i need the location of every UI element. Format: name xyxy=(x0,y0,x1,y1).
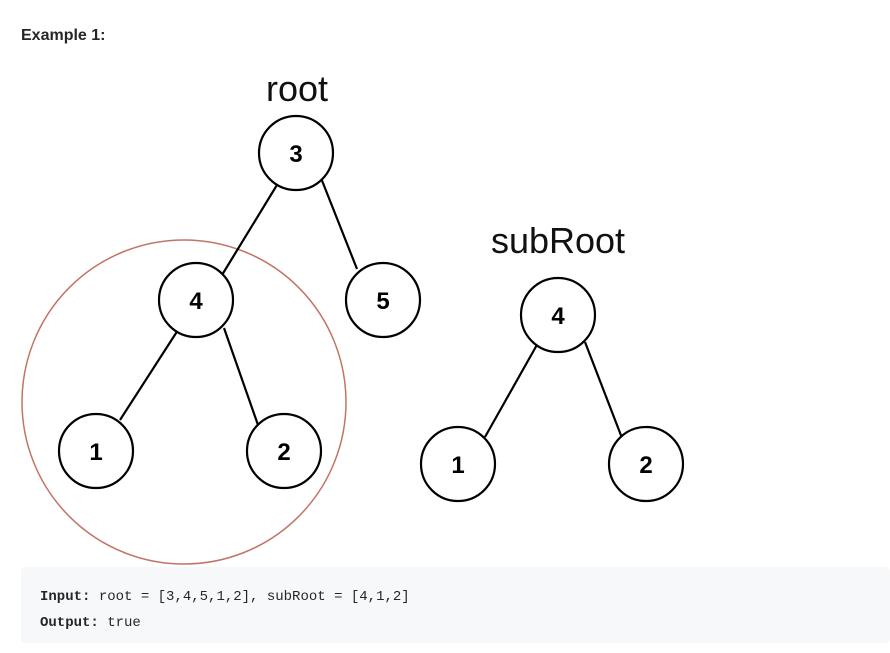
root-node-2: 2 xyxy=(245,412,323,490)
output-value: true xyxy=(107,615,141,631)
root-node-3: 3 xyxy=(257,114,335,192)
node-value: 2 xyxy=(639,452,652,479)
edge-3-4 xyxy=(221,179,281,276)
edge-4-2 xyxy=(222,327,260,426)
node-value: 1 xyxy=(451,452,464,479)
edge-3-5 xyxy=(319,177,359,270)
node-value: 2 xyxy=(277,439,290,466)
subroot-node-1: 1 xyxy=(419,425,497,503)
root-node-5: 5 xyxy=(344,261,422,339)
subroot-node-2: 2 xyxy=(607,425,685,503)
node-value: 3 xyxy=(289,141,302,168)
root-label: root xyxy=(266,68,328,109)
root-node-1: 1 xyxy=(57,412,135,490)
output-line: Output: true xyxy=(40,610,890,636)
subroot-edge-4-1 xyxy=(484,342,539,438)
subtree-highlight-circle xyxy=(21,239,347,565)
edge-4-1 xyxy=(119,329,179,421)
input-key: Input: xyxy=(40,589,91,605)
input-line: Input: root = [3,4,5,1,2], subRoot = [4,… xyxy=(40,584,890,610)
output-key: Output: xyxy=(40,615,99,631)
node-value: 4 xyxy=(189,288,203,315)
node-value: 5 xyxy=(376,288,389,315)
node-value: 4 xyxy=(551,303,565,330)
input-value: root = [3,4,5,1,2], subRoot = [4,1,2] xyxy=(98,589,410,605)
root-node-4: 4 xyxy=(157,261,235,339)
subroot-node-4: 4 xyxy=(519,276,597,354)
example-code-block: Input: root = [3,4,5,1,2], subRoot = [4,… xyxy=(21,567,890,643)
tree-diagram: root subRoot 3 4 5 1 2 4 1 2 xyxy=(21,68,685,565)
subroot-edge-4-2 xyxy=(583,341,624,439)
node-value: 1 xyxy=(89,439,102,466)
subroot-label: subRoot xyxy=(491,220,625,261)
example-heading: Example 1: xyxy=(21,27,106,44)
